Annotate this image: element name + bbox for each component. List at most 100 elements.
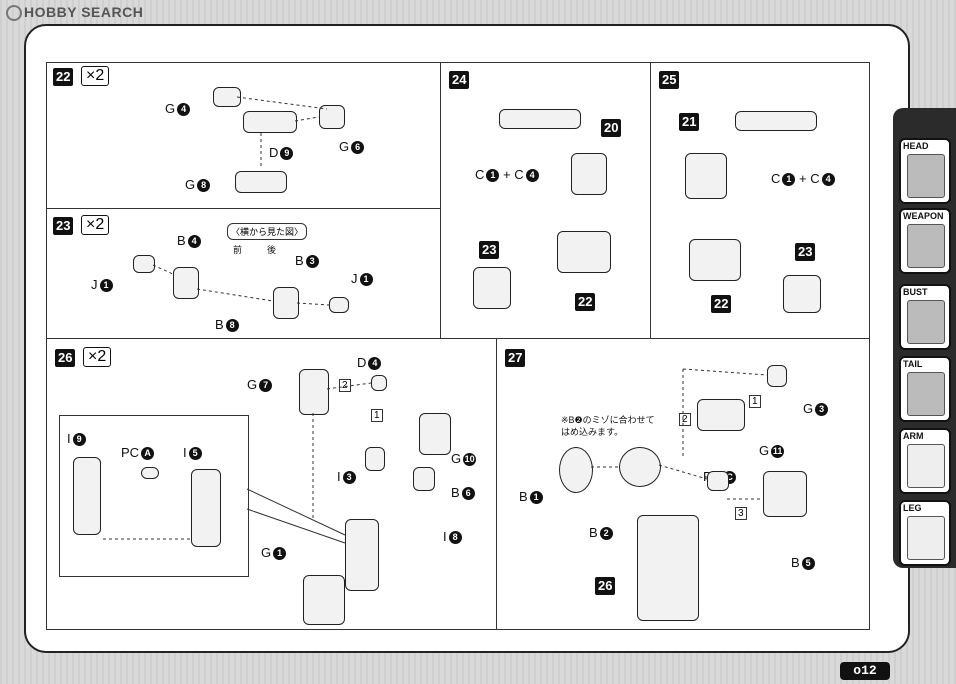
- step-number: 24: [449, 71, 470, 89]
- part-drawing: [141, 467, 159, 479]
- weapon-icon: [907, 224, 945, 268]
- part-drawing: [735, 111, 817, 131]
- part-drawing: [303, 575, 345, 625]
- step-number: 25: [659, 71, 680, 89]
- ref-step-21: 21: [679, 113, 700, 131]
- tab-bust: BUST: [899, 284, 951, 350]
- tab-tail: TAIL: [899, 356, 951, 422]
- section-tabs: HEAD WEAPON BUST TAIL ARM LEG: [893, 108, 956, 568]
- head-icon: [907, 154, 945, 198]
- part-drawing: [319, 105, 345, 129]
- sequence-1: 1: [371, 409, 383, 422]
- part-drawing: [557, 231, 611, 273]
- part-drawing: [763, 471, 807, 517]
- assembly-lines: [103, 382, 372, 544]
- part-drawing: [419, 413, 451, 455]
- part-drawing: [413, 467, 435, 491]
- assembly-lines: [591, 368, 768, 500]
- front-label: 前: [233, 245, 243, 255]
- assembly-note-line2: はめ込みます。: [561, 427, 624, 437]
- part-drawing: [329, 297, 349, 313]
- part-drawing: [173, 267, 199, 299]
- quantity-badge: ×2: [81, 66, 110, 86]
- part-drawing: [473, 267, 511, 309]
- page-number: o12: [840, 662, 890, 680]
- part-drawing: [637, 515, 699, 621]
- part-drawing: [345, 519, 379, 591]
- part-drawing: [499, 109, 581, 129]
- back-label: 後: [267, 245, 277, 255]
- part-drawing: [371, 375, 387, 391]
- sequence-3: 3: [735, 507, 747, 520]
- leg-icon: [907, 516, 945, 560]
- part-drawing: [559, 447, 593, 493]
- assembly-note-line1: ※B❷のミゾに合わせて: [561, 415, 655, 425]
- assembly-lines: [152, 264, 330, 306]
- ref-step-22: 22: [575, 293, 596, 311]
- tab-leg: LEG: [899, 500, 951, 566]
- part-drawing: [707, 471, 729, 491]
- ref-step-23: 23: [795, 243, 816, 261]
- watermark-text: HOBBY SEARCH: [24, 4, 144, 20]
- sequence-2: 2: [679, 413, 691, 426]
- tail-icon: [907, 372, 945, 416]
- bust-icon: [907, 300, 945, 344]
- part-drawing: [299, 369, 329, 415]
- part-drawing: [191, 469, 221, 547]
- part-drawing: [689, 239, 741, 281]
- inset-box: [59, 415, 249, 577]
- step-number: 27: [505, 349, 526, 367]
- part-drawing: [619, 447, 661, 487]
- part-drawing: [365, 447, 385, 471]
- watermark: HOBBY SEARCH: [6, 4, 144, 22]
- part-drawing: [213, 87, 241, 107]
- step-number: 26: [55, 349, 76, 367]
- ref-step-26: 26: [595, 577, 616, 595]
- part-drawing: [235, 171, 287, 193]
- ref-step-20: 20: [601, 119, 622, 137]
- step-number: 22: [53, 68, 74, 86]
- quantity-badge: ×2: [81, 215, 110, 235]
- tab-weapon: WEAPON: [899, 208, 951, 274]
- quantity-badge: ×2: [83, 347, 112, 367]
- ref-step-22: 22: [711, 295, 732, 313]
- part-drawing: [133, 255, 155, 273]
- part-drawing: [697, 399, 745, 431]
- assembly-lines: [236, 96, 328, 169]
- tab-head: HEAD: [899, 138, 951, 204]
- part-drawing: [73, 457, 101, 535]
- part-drawing: [685, 153, 727, 199]
- part-drawing: [243, 111, 297, 133]
- sequence-1: 1: [749, 395, 761, 408]
- part-drawing: [783, 275, 821, 313]
- sequence-2: 2: [339, 379, 351, 392]
